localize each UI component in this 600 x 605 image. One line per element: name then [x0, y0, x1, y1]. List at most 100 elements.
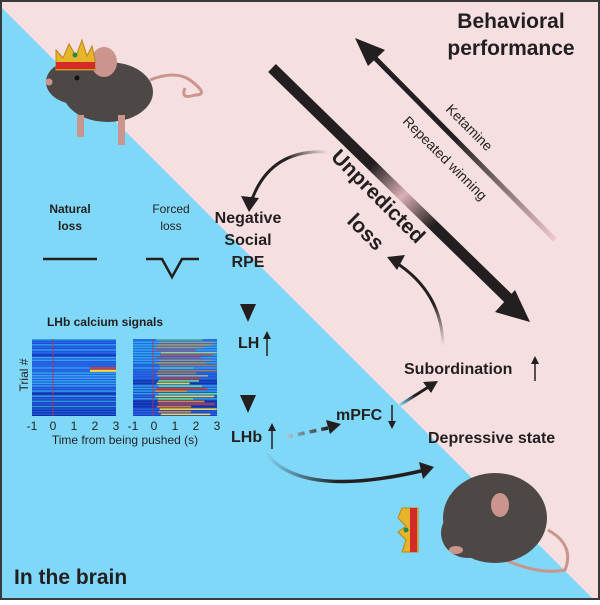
heatmap-response [155, 356, 201, 359]
heatmap-response [156, 372, 197, 375]
heatmap-response [159, 377, 200, 380]
subordinate-mouse [441, 473, 570, 573]
calcium-ylabel: Trial # [17, 358, 31, 391]
heatmap-row [32, 395, 116, 397]
heatmap-response [160, 351, 217, 354]
rpe-label-line3: RPE [232, 254, 265, 271]
lhb-up-arrow-icon [268, 423, 276, 449]
heatmap-row [32, 405, 116, 408]
heatmap-row [32, 387, 116, 390]
subordinate-mouse-head [441, 508, 495, 558]
heatmap-row [32, 398, 116, 400]
dominant-mouse-eye [74, 75, 80, 81]
heatmap-row [32, 349, 116, 351]
heatmap-response [159, 408, 217, 410]
heatmap-response [156, 405, 192, 408]
rpe-label-line1: Negative [215, 210, 282, 227]
heatmap-response [155, 390, 187, 392]
mpfc-to-subordination-shaft [399, 384, 431, 407]
lhb-to-depressive-arrowhead [419, 462, 434, 479]
improvement-arrow-shaft [370, 53, 557, 242]
unpredicted-loss-arrow-shaft [268, 64, 514, 304]
tick-left: 0 [50, 419, 57, 433]
tick-left: 1 [71, 419, 78, 433]
rpe-to-lh-arrowhead [240, 304, 256, 322]
tick-left: -1 [27, 419, 38, 433]
brain-title: In the brain [14, 566, 127, 589]
mpfc-to-subordination-arrowhead [423, 381, 438, 393]
heatmap-row [32, 403, 116, 405]
fallen-crown-icon [397, 507, 419, 553]
unpredicted-loss-arrow-head [495, 290, 530, 322]
dominant-mouse [45, 38, 203, 145]
heatmap-row [32, 413, 116, 415]
dominant-mouse-ear [91, 47, 117, 77]
heatmap-response [155, 362, 206, 364]
heatmap-row [32, 369, 116, 372]
heatmap-row [32, 392, 116, 395]
subordinate-mouse-paw [449, 546, 463, 554]
natural-loss-label-line2: loss [58, 219, 82, 233]
dominant-mouse-head [46, 60, 106, 104]
heatmap-forced-loss [133, 339, 218, 416]
heatmap-response [158, 392, 218, 395]
heatmap-response [159, 354, 213, 357]
lhb-to-depressive-curve [263, 450, 426, 484]
heatmap-response [158, 403, 215, 405]
heatmap-response [157, 374, 208, 377]
heatmap-row [32, 346, 116, 349]
heatmap-row [32, 339, 116, 341]
heatmap-forced-bg [133, 339, 217, 416]
heatmap-response [158, 380, 199, 382]
forced-loss-label-line2: loss [160, 219, 181, 233]
heatmap-response [157, 400, 205, 403]
natural-loss-label-line1: Natural [49, 202, 90, 216]
heatmap-response [156, 344, 212, 346]
mpfc-down-arrow-icon [388, 405, 396, 429]
heatmap-response [158, 385, 202, 387]
heatmap-row [32, 364, 116, 367]
heatmap-row [32, 367, 116, 369]
dominant-mouse-leg [118, 115, 125, 145]
behavioral-title-line1: Behavioral [457, 10, 564, 33]
subordination-to-loss-arrowhead [387, 255, 405, 270]
tick-left: 2 [92, 419, 99, 433]
calcium-xlabel: Time from being pushed (s) [52, 433, 198, 447]
mpfc-label: mPFC [336, 407, 383, 424]
heatmap-response [158, 410, 191, 413]
subordinate-mouse-tail [504, 528, 570, 573]
heatmap-response [158, 398, 194, 400]
heatmap-row [32, 344, 116, 346]
improvement-arrow [355, 38, 557, 242]
dominant-mouse-nose [45, 78, 53, 86]
tick-right: 3 [214, 419, 221, 433]
loss-to-rpe-arrowhead [241, 196, 259, 212]
lh-label: LH [238, 335, 259, 352]
subordination-label: Subordination [404, 361, 512, 378]
tick-right: 2 [193, 419, 200, 433]
calcium-x-ticks-left: -1 0 1 2 3 [27, 419, 120, 433]
calcium-x-ticks-right: -1 0 1 2 3 [128, 419, 221, 433]
heatmap-response [90, 369, 116, 372]
heatmap-response [158, 369, 217, 372]
heatmap-response [156, 387, 207, 390]
forced-loss-trace [146, 257, 199, 280]
heatmap-response [155, 395, 215, 398]
calcium-title: LHb calcium signals [47, 315, 163, 329]
heatmap-natural-bg [32, 339, 116, 416]
heatmap-response [156, 339, 203, 341]
heatmap-row [32, 351, 116, 354]
heatmap-response [160, 359, 213, 362]
blue-background [0, 6, 594, 600]
heatmap-row [32, 372, 116, 374]
heatmap-response [160, 367, 194, 369]
lhb-label: LHb [231, 429, 262, 446]
dominant-mouse-leg [77, 115, 84, 137]
heatmap-response [155, 349, 197, 351]
heatmap-response [156, 382, 190, 385]
crown-icon [55, 38, 96, 71]
lh-to-lhb-arrowhead [240, 395, 256, 413]
forced-loss-label-line1: Forced [152, 202, 189, 216]
